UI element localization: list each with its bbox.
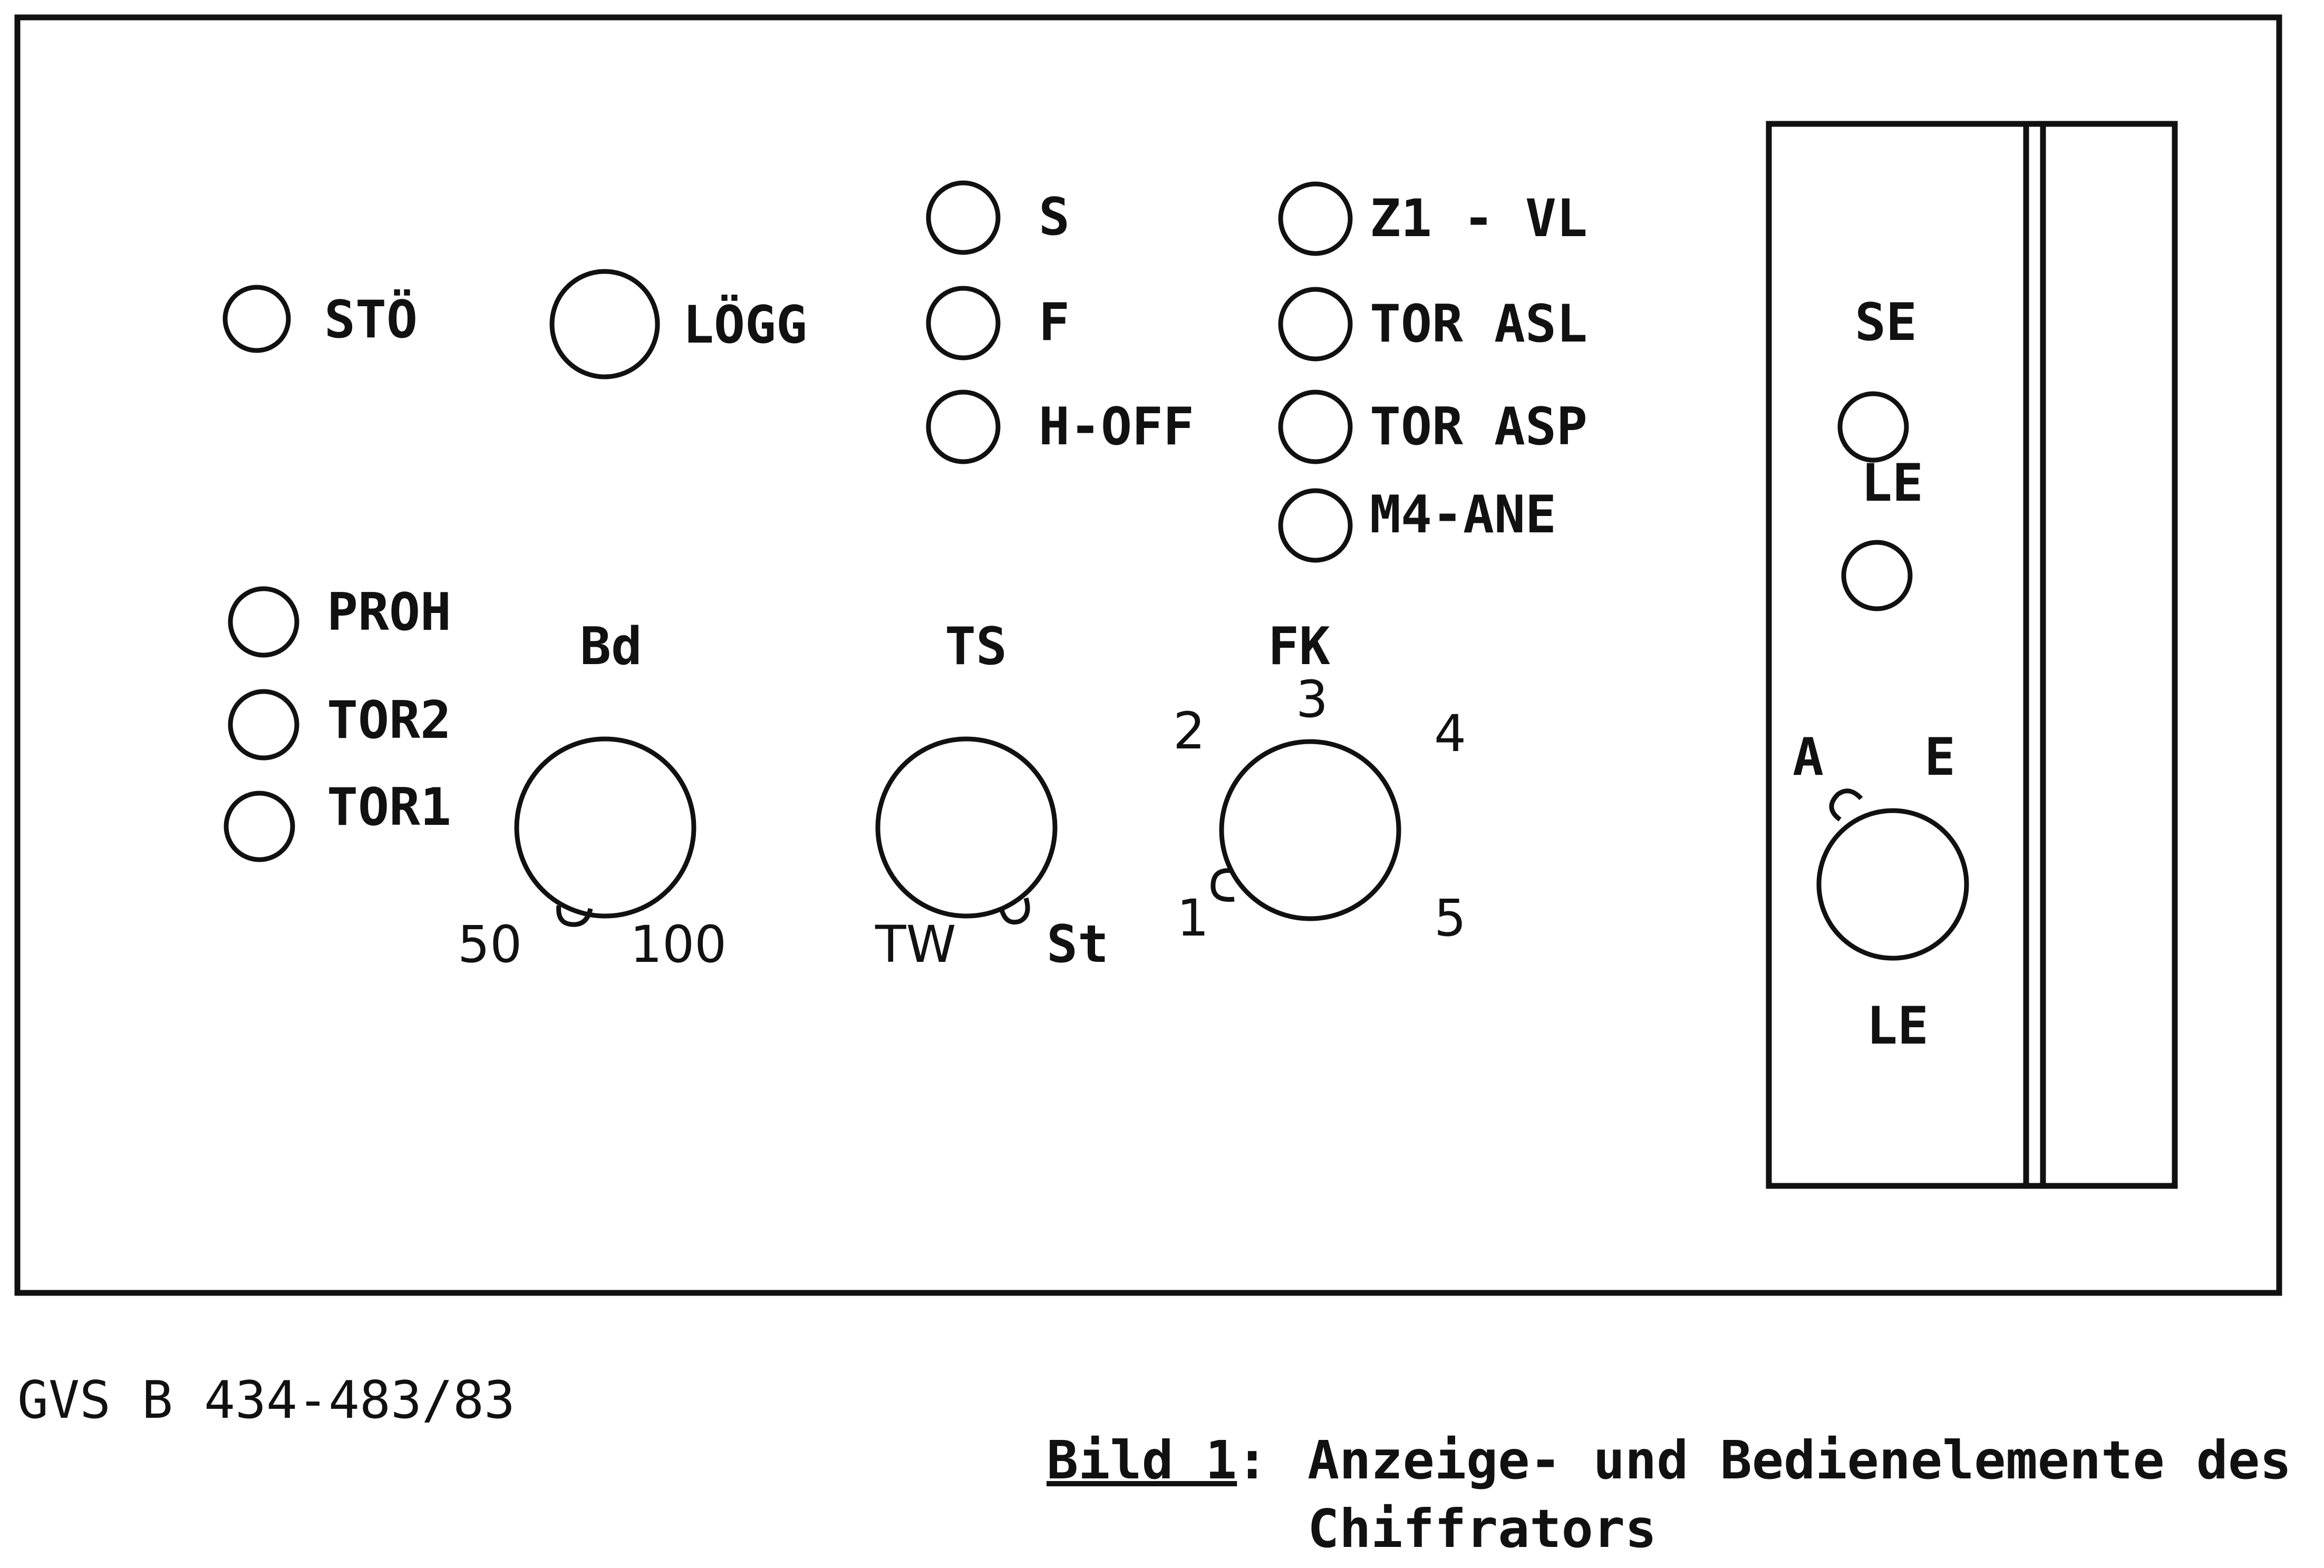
z1-vl-lamp — [1278, 181, 1353, 256]
se-label: SE — [1855, 293, 1917, 353]
fk-position-3: 3 — [1296, 670, 1328, 729]
ts-knob — [875, 736, 1058, 919]
m4-ane-label: M4-ANE — [1370, 485, 1556, 545]
z1-vl-label: Z1 - VL — [1370, 189, 1587, 249]
stoe-label: STÖ — [324, 289, 418, 350]
m4-ane-lamp — [1278, 488, 1353, 563]
panel-frame — [14, 14, 2282, 1296]
fk-position-5: 5 — [1434, 889, 1466, 948]
f-label: F — [1039, 293, 1070, 353]
figure-caption-reference: Bild 1 — [1047, 1429, 1237, 1491]
le-top-label: LE — [1861, 453, 1923, 513]
e-label: E — [1924, 727, 1955, 787]
le-lamp — [1841, 540, 1913, 611]
se-lamp — [1837, 391, 1909, 463]
figure-caption-line-1: Anzeige- und Bedienelemente des — [1308, 1429, 2291, 1491]
tor1-lamp — [224, 791, 295, 862]
side-module-frame — [1766, 121, 2178, 1189]
stoe-lamp — [222, 285, 291, 353]
f-lamp — [926, 286, 1001, 361]
bd-knob-pointer — [556, 905, 593, 927]
tor1-label: TOR1 — [327, 777, 451, 837]
ts-knob-right-label: St — [1047, 914, 1109, 975]
tor-asl-lamp — [1278, 287, 1353, 362]
loegg-lamp — [549, 269, 660, 379]
tor-asl-label: TOR ASL — [1370, 294, 1587, 354]
ts-knob-title: TS — [945, 617, 1007, 677]
h-off-lamp — [926, 389, 1001, 464]
fk-knob-title: FK — [1268, 617, 1330, 677]
fk-knob — [1219, 739, 1401, 921]
proh-label: PROH — [327, 582, 451, 642]
fk-position-2: 2 — [1173, 702, 1205, 761]
loegg-label: LÖGG — [683, 294, 807, 355]
le-bottom-label: LE — [1866, 996, 1929, 1056]
figure-caption-separator: : — [1236, 1429, 1268, 1491]
tor2-label: TOR2 — [327, 690, 451, 751]
tor-asp-label: TOR ASP — [1370, 397, 1587, 457]
tor2-lamp — [228, 689, 299, 761]
bd-knob-title: Bd — [580, 617, 642, 677]
fk-position-4: 4 — [1434, 704, 1466, 763]
document-number: GVS B 434-483/83 — [17, 1370, 515, 1430]
le-switch-knob — [1816, 808, 1969, 961]
s-label: S — [1039, 187, 1070, 247]
proh-lamp — [228, 586, 299, 658]
s-lamp — [926, 180, 1001, 255]
le-switch-pointer — [1829, 788, 1863, 822]
fk-position-1: 1 — [1177, 889, 1209, 948]
ts-knob-pointer — [999, 897, 1030, 925]
figure-caption-line-2: Chiffrators — [1308, 1498, 1657, 1560]
h-off-label: H-OFF — [1039, 397, 1194, 457]
bd-knob — [514, 736, 696, 919]
a-label: A — [1793, 727, 1824, 787]
tor-asp-lamp — [1278, 389, 1353, 464]
fk-knob-pointer — [1211, 868, 1235, 902]
ts-knob-left-label: TW — [875, 915, 956, 974]
bd-knob-right-label: 100 — [630, 915, 727, 974]
bd-knob-left-label: 50 — [458, 915, 522, 974]
